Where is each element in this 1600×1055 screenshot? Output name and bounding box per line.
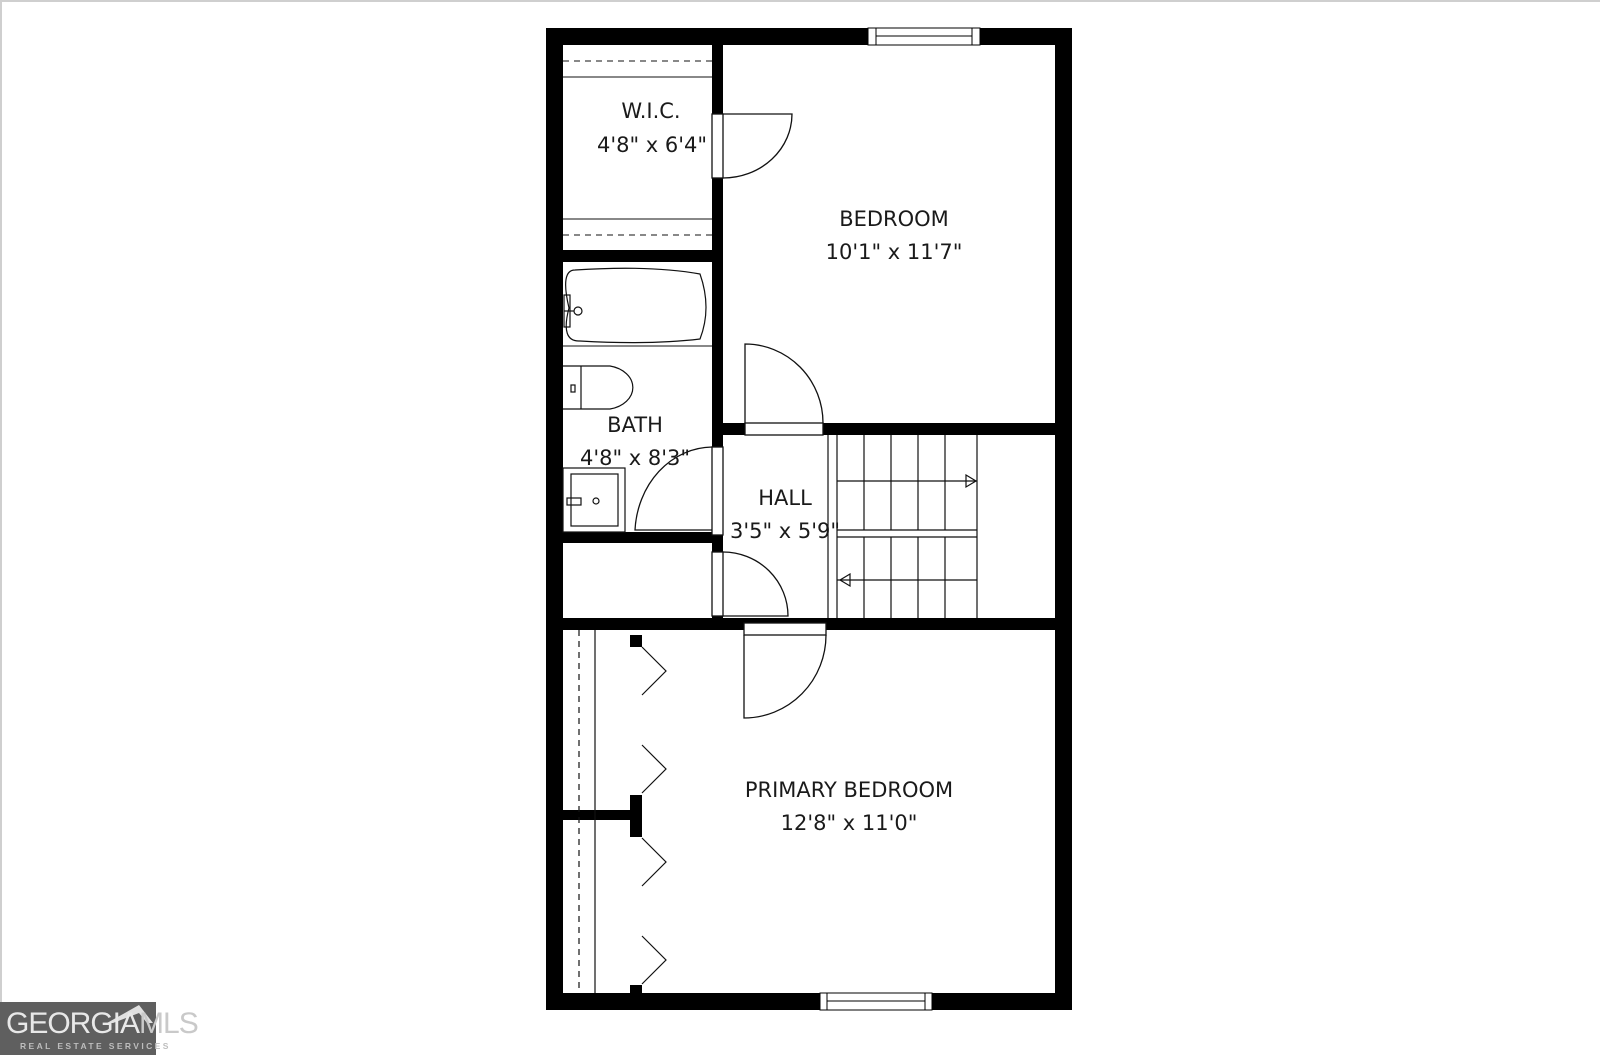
- doors: [634, 113, 827, 719]
- primary-closets: [578, 630, 667, 993]
- logo-brand-secondary: MLS: [139, 1007, 199, 1040]
- room-name-wic: W.I.C.: [621, 99, 680, 123]
- roof-icon: [107, 1005, 153, 1023]
- logo-tagline: REAL ESTATE SERVICES: [20, 1041, 171, 1051]
- room-name-hall: HALL: [758, 486, 812, 510]
- wic-shelves: [563, 60, 712, 236]
- room-dims-primary: 12'8" x 11'0": [781, 811, 918, 835]
- room-dims-hall: 3'5" x 5'9": [730, 519, 840, 543]
- room-name-bedroom: BEDROOM: [839, 207, 949, 231]
- room-dims-bath: 4'8" x 8'3": [580, 446, 690, 470]
- room-dims-wic: 4'8" x 6'4": [597, 133, 707, 157]
- bath-fixtures: [562, 267, 712, 533]
- logo-wordmark: GEORGIAMLS: [6, 1007, 199, 1041]
- room-name-bath: BATH: [607, 413, 663, 437]
- window-bottom: [819, 992, 933, 1011]
- walls: [546, 28, 1072, 1010]
- room-dims-bedroom: 10'1" x 11'7": [826, 240, 963, 264]
- georgia-mls-logo: GEORGIAMLS REAL ESTATE SERVICES: [0, 1002, 199, 1055]
- stairs: [827, 435, 978, 618]
- room-labels: W.I.C. 4'8" x 6'4" BEDROOM 10'1" x 11'7"…: [580, 99, 962, 835]
- logo-brand-primary: GEORGIA: [6, 1007, 140, 1040]
- room-name-primary: PRIMARY BEDROOM: [745, 778, 953, 802]
- window-top: [867, 27, 981, 46]
